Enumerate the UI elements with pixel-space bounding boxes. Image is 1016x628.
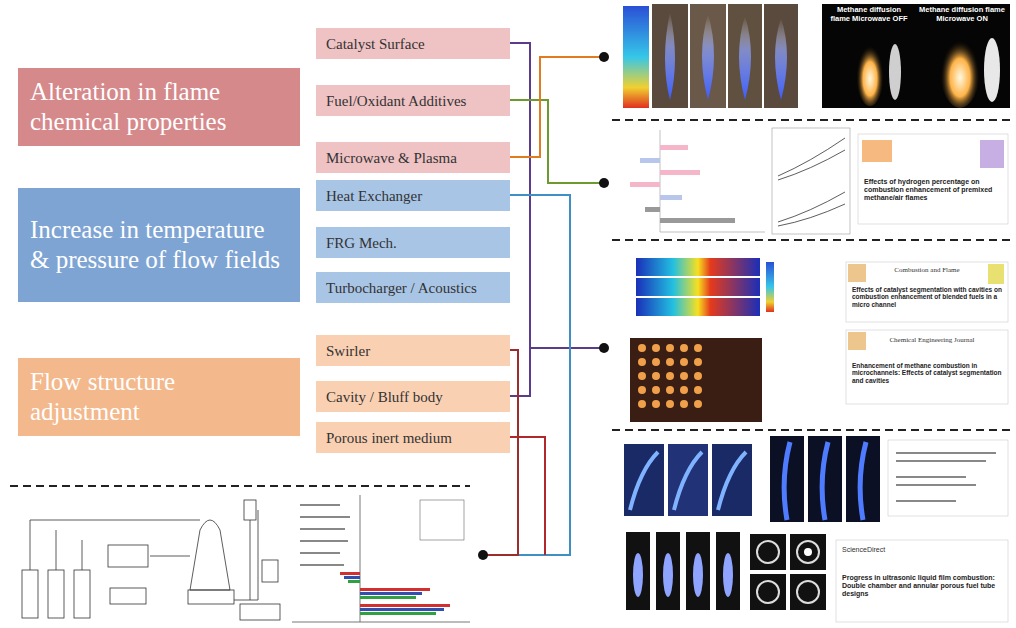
method-box: Microwave & Plasma [316,142,510,173]
method-box: Fuel/Oxidant Additives [316,85,510,116]
method-box: Swirler [316,335,510,366]
method-box: Turbocharger / Acoustics [316,272,510,303]
category-box: Increase in temperature & pressure of fl… [18,188,300,302]
figure-text: Chemical Engineering Journal [872,336,992,344]
node-text: Microwave & Plasma [326,149,457,167]
method-box: Porous inert medium [316,422,510,453]
figure-text: Effects of catalyst segmentation with ca… [852,286,1004,308]
separator [10,120,1014,486]
node-text: Catalyst Surface [326,35,425,53]
figure-text: Effects of hydrogen percentage on combus… [864,178,1004,202]
figure-text: Methane diffusion flame Microwave ON [918,6,1006,23]
node-text: Fuel/Oxidant Additives [326,92,466,110]
figure-text: Combustion and Flame [872,266,982,274]
node-text: Alteration in flame chemical properties [30,77,288,137]
category-box: Alteration in flame chemical properties [18,68,300,146]
category-box: Flow structure adjustment [18,358,300,436]
method-box: FRG Mech. [316,227,510,258]
figure-text: Methane diffusion flame Microwave OFF [828,6,910,23]
figure-text: Progress in ultrasonic liquid film combu… [842,574,1002,598]
node-text: Heat Exchanger [326,187,422,205]
node-text: Cavity / Bluff body [326,388,443,406]
node-text: Swirler [326,342,370,360]
node-text: Increase in temperature & pressure of fl… [30,215,288,275]
method-box: Cavity / Bluff body [316,381,510,412]
node-text: Turbocharger / Acoustics [326,279,477,297]
dot [478,52,609,560]
figure-text: Enhancement of methane combustion in mic… [852,362,1004,384]
method-box: Heat Exchanger [316,180,510,211]
method-box: Catalyst Surface [316,28,510,59]
node-text: Flow structure adjustment [30,367,288,427]
figure-text: ScienceDirect [842,546,922,554]
node-text: Porous inert medium [326,429,452,447]
node-text: FRG Mech. [326,234,397,252]
